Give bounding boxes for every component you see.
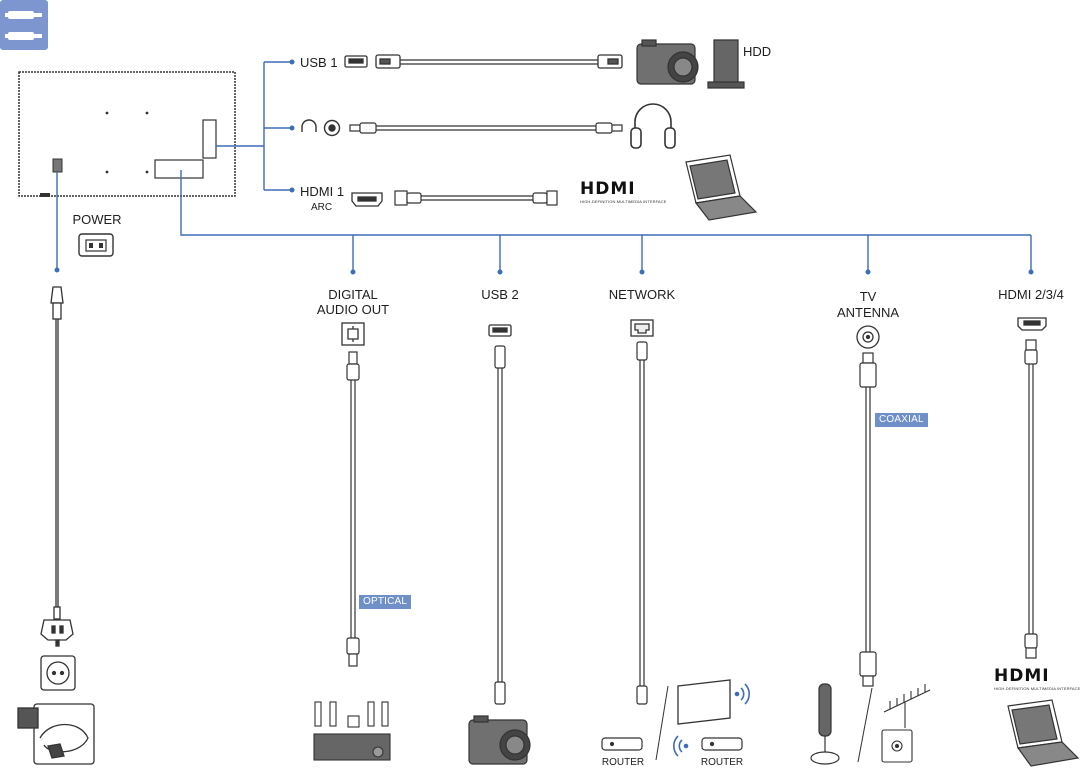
divider — [857, 687, 873, 763]
laptop-icon — [685, 154, 758, 221]
usb2-camera-icon — [468, 715, 531, 765]
optical-port-icon — [341, 322, 365, 346]
headphones-icon — [630, 103, 676, 149]
digital-audio-label-line2: AUDIO OUT — [316, 302, 390, 317]
network-cable — [636, 341, 648, 705]
digital-audio-label-line1: DIGITAL — [328, 287, 378, 302]
usb-cable — [375, 54, 623, 69]
antenna-icon — [810, 683, 840, 765]
coax-cable — [859, 352, 877, 687]
hdd-icon — [707, 39, 745, 89]
hdmi-logo: HDMI — [580, 179, 636, 199]
router-icon — [601, 737, 643, 751]
usb-icon — [344, 55, 368, 68]
power-socket-icon — [78, 233, 114, 257]
wall-socket-icon — [40, 655, 76, 691]
wifi-icon — [673, 683, 750, 757]
usb2-cable — [494, 345, 506, 705]
audio-cable — [349, 122, 623, 134]
home-theater-icon — [313, 701, 391, 761]
arc-label: ARC — [311, 202, 333, 213]
tv-antenna-label-line2: ANTENNA — [836, 305, 900, 320]
optical-cable — [346, 351, 360, 667]
connector-dots — [54, 59, 1034, 275]
hdmi-logo-subtitle: HIGH-DEFINITION MULTIMEDIA INTERFACE — [580, 199, 667, 204]
hdmi234-cable — [1024, 339, 1038, 659]
hdmi234-laptop-icon — [1007, 699, 1080, 767]
hdmi-port-icon — [351, 192, 383, 207]
hdmi234-logo-subtitle: HIGH-DEFINITION MULTIMEDIA INTERFACE — [994, 686, 1081, 691]
hdmi234-label: HDMI 2/3/4 — [998, 287, 1064, 302]
tv-antenna-label-line1: TV — [859, 289, 877, 304]
hdmi234-logo: HDMI — [994, 666, 1050, 686]
usb1-label: USB 1 — [300, 55, 338, 70]
power-label: POWER — [72, 212, 122, 227]
hdmi-cable — [394, 190, 558, 206]
coax-port-icon — [856, 325, 880, 349]
headphone-jack-icon — [301, 119, 341, 137]
connector-lines — [56, 61, 1032, 272]
router-wireless-icon — [701, 737, 743, 751]
power-plug-icon — [40, 619, 74, 647]
ethernet-port-icon — [630, 319, 654, 337]
usb2-label: USB 2 — [481, 287, 519, 302]
usb-port-icon — [488, 324, 512, 337]
divider — [655, 685, 669, 761]
hdd-label: HDD — [743, 44, 772, 59]
network-label: NETWORK — [608, 287, 676, 302]
power-cord-bundle-icon — [17, 703, 95, 765]
power-cable — [50, 286, 64, 620]
hdmi1-label: HDMI 1 — [300, 184, 345, 199]
camera-icon — [636, 39, 699, 85]
optical-tag: OPTICAL — [359, 595, 412, 609]
hdmi234-port-icon — [1017, 317, 1047, 331]
router-wireless-label: ROUTER — [700, 757, 744, 768]
outdoor-antenna-icon — [881, 684, 931, 763]
router-wired-label: ROUTER — [601, 757, 645, 768]
tv-back-panel — [18, 71, 236, 197]
tv-screen-icon — [677, 679, 731, 725]
connections-icon — [0, 0, 48, 50]
coaxial-tag: COAXIAL — [875, 413, 928, 427]
